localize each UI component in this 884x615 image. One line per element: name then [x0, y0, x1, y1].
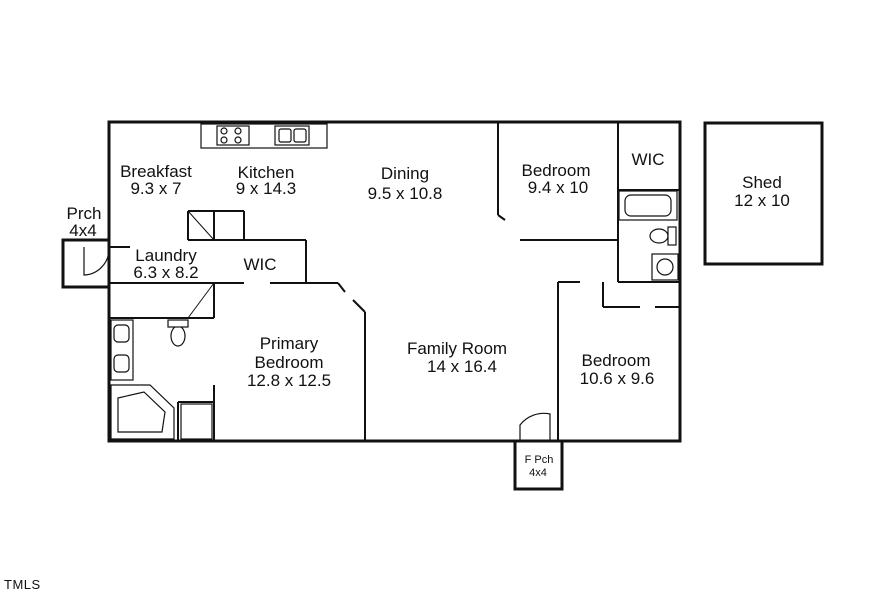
laundry-size: 6.3 x 8.2	[133, 263, 198, 282]
shed-size: 12 x 10	[734, 191, 790, 210]
breakfast-label: Breakfast	[120, 162, 192, 181]
wic-primary-label: WIC	[243, 255, 276, 274]
family-room-label: Family Room	[407, 339, 507, 358]
shower-icon	[180, 403, 213, 440]
wic-top-label: WIC	[631, 150, 664, 169]
kitchen-size: 9 x 14.3	[236, 179, 297, 198]
interior-walls	[109, 123, 679, 441]
primary-bath-fixtures	[110, 319, 213, 440]
room-labels: Breakfast 9.3 x 7 Kitchen 9 x 14.3 Dinin…	[67, 150, 790, 479]
bedroom-right-size: 10.6 x 9.6	[580, 369, 655, 388]
dining-size: 9.5 x 10.8	[368, 184, 443, 203]
shed-label: Shed	[742, 173, 782, 192]
porch-size: 4x4	[69, 221, 96, 240]
front-porch-outline	[513, 439, 564, 491]
porch-label: Prch	[67, 204, 102, 223]
bedroom-top-size: 9.4 x 10	[528, 178, 589, 197]
primary-bedroom-size: 12.8 x 12.5	[247, 371, 331, 390]
front-porch-label: F Pch	[525, 454, 554, 466]
laundry-label: Laundry	[135, 246, 197, 265]
hall-bath-fixtures	[618, 190, 679, 281]
porch-outline	[61, 238, 111, 289]
tmls-watermark: TMLS	[4, 577, 41, 592]
dining-label: Dining	[381, 164, 429, 183]
front-porch-size: 4x4	[529, 467, 547, 479]
bedroom-right-label: Bedroom	[582, 351, 651, 370]
bedroom-top-label: Bedroom	[522, 161, 591, 180]
family-room-size: 14 x 16.4	[427, 357, 497, 376]
kitchen-counter	[200, 123, 328, 149]
toilet-icon	[170, 325, 186, 347]
primary-bedroom-label-2: Bedroom	[255, 353, 324, 372]
kitchen-label: Kitchen	[238, 163, 295, 182]
shed-outline	[703, 121, 824, 266]
breakfast-size: 9.3 x 7	[130, 179, 181, 198]
primary-bedroom-label-1: Primary	[260, 334, 319, 353]
toilet-icon	[649, 228, 669, 244]
